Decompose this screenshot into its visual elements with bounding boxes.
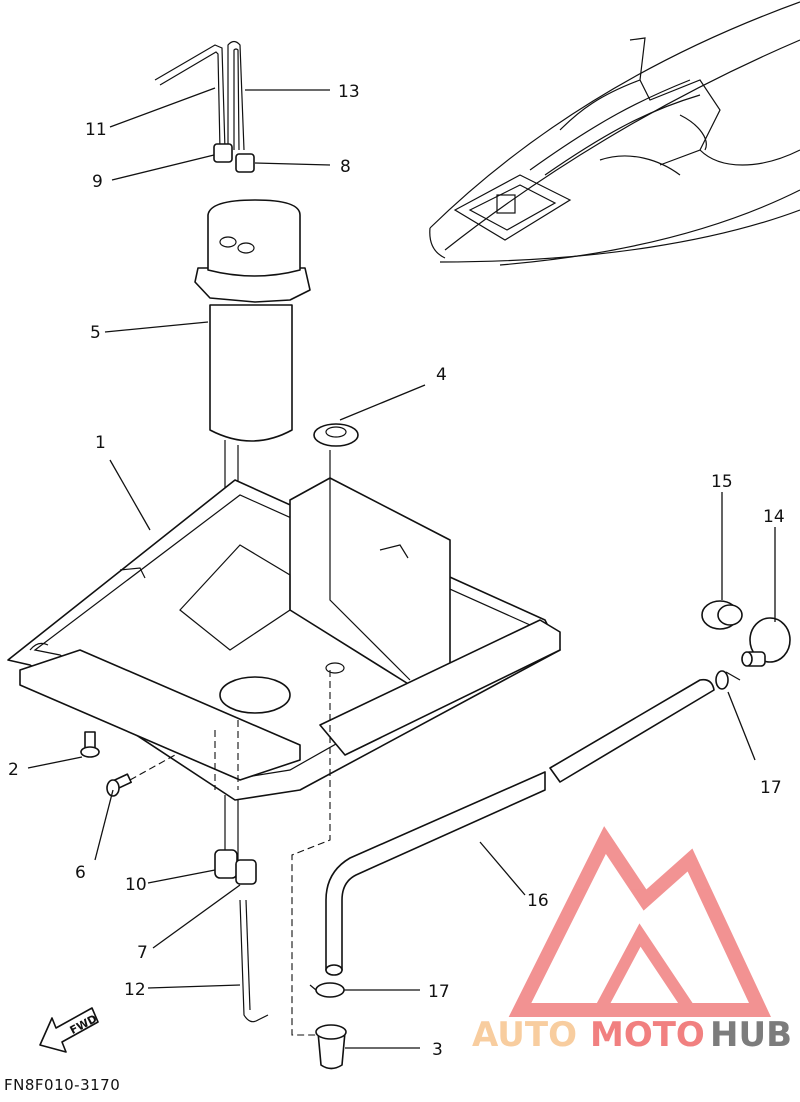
clamp-17-lower bbox=[309, 982, 345, 998]
watermark-hub: HUB bbox=[710, 1015, 792, 1055]
callout-17-upper: 17 bbox=[760, 778, 782, 798]
water-separator-tank-5 bbox=[194, 199, 311, 442]
callout-1: 1 bbox=[95, 433, 106, 453]
diagram-code: FN8F010-3170 bbox=[4, 1076, 120, 1094]
watermark-moto: MOTO bbox=[590, 1015, 705, 1055]
screw-6 bbox=[106, 773, 132, 797]
callout-2: 2 bbox=[8, 760, 19, 780]
callout-14: 14 bbox=[763, 507, 785, 527]
callout-3: 3 bbox=[432, 1040, 443, 1060]
callout-7: 7 bbox=[137, 943, 148, 963]
clamp-17-upper bbox=[715, 670, 741, 690]
callout-5: 5 bbox=[90, 323, 101, 343]
joint-10 bbox=[214, 849, 238, 879]
drain-plug-3 bbox=[315, 1024, 347, 1070]
callout-16: 16 bbox=[527, 891, 549, 911]
callout-6: 6 bbox=[75, 863, 86, 883]
callout-15: 15 bbox=[711, 472, 733, 492]
callout-4: 4 bbox=[436, 365, 447, 385]
joint-9 bbox=[213, 143, 233, 163]
hose-16 bbox=[325, 678, 715, 976]
breather-hose-11 bbox=[154, 44, 226, 151]
fwd-direction-arrow: FWD bbox=[39, 1007, 99, 1053]
cap-15 bbox=[701, 600, 743, 630]
fitting-14 bbox=[741, 617, 791, 667]
callout-9: 9 bbox=[92, 172, 103, 192]
breather-hose-13 bbox=[227, 40, 245, 151]
callout-12: 12 bbox=[124, 980, 146, 1000]
pipe-12 bbox=[239, 899, 269, 1023]
callout-17-lower: 17 bbox=[428, 982, 450, 1002]
screw-2 bbox=[80, 731, 100, 758]
hull-inset-illustration bbox=[429, 1, 800, 266]
callout-10: 10 bbox=[125, 875, 147, 895]
callout-11: 11 bbox=[85, 120, 107, 140]
callout-8: 8 bbox=[340, 157, 351, 177]
watermark-logo: AUTO MOTO HUB bbox=[472, 826, 792, 1055]
joint-7 bbox=[235, 859, 257, 885]
joint-8 bbox=[235, 153, 255, 173]
grommet-4 bbox=[313, 423, 359, 447]
watermark-auto: AUTO bbox=[472, 1015, 577, 1055]
tray-1 bbox=[7, 477, 561, 801]
callout-13: 13 bbox=[338, 82, 360, 102]
